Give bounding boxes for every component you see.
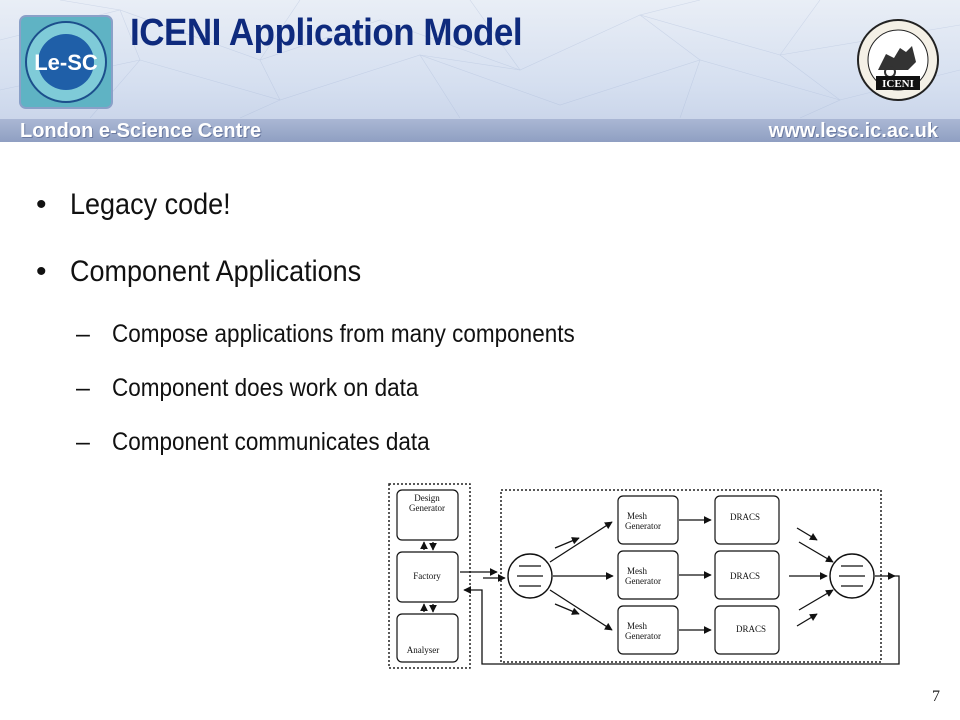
sub-bullet-text: Component communicates data <box>112 428 430 456</box>
bullet-marker: • <box>36 255 47 288</box>
lesc-logo-text: Le-SC <box>34 50 98 75</box>
bullet-marker: • <box>36 188 47 221</box>
dracs-1-to-join-arrow-b <box>796 527 818 541</box>
mesh-generator-3-label-2: Generator <box>625 631 661 641</box>
control-group-border <box>388 483 471 669</box>
application-model-diagram: Design Generator Factory Analyser Mesh G… <box>388 483 900 669</box>
iceni-logo-text: ICENI <box>882 78 914 90</box>
slide-header <box>0 0 960 142</box>
page-title: ICENI Application Model <box>130 12 523 54</box>
design-generator-label-2: Generator <box>409 503 445 513</box>
feedback-loop-line <box>463 575 900 665</box>
lesc-logo: Le-SC <box>19 15 113 109</box>
dracs-box-3 <box>714 605 780 655</box>
factory-label: Factory <box>413 571 441 581</box>
bullet-text: Legacy code! <box>70 188 231 221</box>
mesh-generator-1-label-2: Generator <box>625 521 661 531</box>
dracs-3-to-join-arrow <box>798 589 834 611</box>
dracs-1-label: DRACS <box>730 512 760 522</box>
sub-bullet-marker: – <box>76 320 90 348</box>
dracs-1-to-join-arrow <box>798 541 834 563</box>
dracs-3-to-join-arrow-b <box>796 613 818 627</box>
dracs-2-label: DRACS <box>730 571 760 581</box>
page-number: 7 <box>932 688 940 705</box>
split-to-mesh-3-arrow-b <box>554 603 580 615</box>
factory-box <box>396 551 459 603</box>
dracs-3-label: DRACS <box>736 624 766 634</box>
mesh-generator-box-2 <box>617 550 679 600</box>
bullet-item: • Legacy code! <box>36 180 231 230</box>
mesh-generator-box-1 <box>617 495 679 545</box>
dracs-box-1 <box>714 495 780 545</box>
header-band <box>0 119 960 142</box>
header-background-mesh <box>0 0 960 119</box>
mesh-generator-1-label-1: Mesh <box>627 511 647 521</box>
design-generator-label-1: Design <box>414 493 440 503</box>
sub-bullet-text: Component does work on data <box>112 374 419 402</box>
mesh-generator-2-label-2: Generator <box>625 576 661 586</box>
mesh-generator-3-label-1: Mesh <box>627 621 647 631</box>
analyser-box <box>396 613 459 663</box>
bullet-list: • Legacy code! • Component Applications … <box>36 180 575 465</box>
analyser-label: Analyser <box>407 645 440 655</box>
sub-bullet-marker: – <box>76 428 90 456</box>
design-generator-box <box>396 489 459 541</box>
mesh-generator-2-label-1: Mesh <box>627 566 647 576</box>
dracs-box-2 <box>714 550 780 600</box>
bullet-item: • Component Applications <box>36 247 361 297</box>
split-to-mesh-3-arrow <box>549 589 613 631</box>
iceni-logo: ICENI <box>857 19 939 101</box>
sub-bullet-marker: – <box>76 374 90 402</box>
band-left-text: London e-Science Centre <box>20 120 262 142</box>
split-to-mesh-1-arrow-b <box>554 537 580 549</box>
mesh-generator-box-3 <box>617 605 679 655</box>
split-to-mesh-1-arrow <box>549 521 613 563</box>
sub-bullet-text: Compose applications from many component… <box>112 320 575 348</box>
band-url-text: www.lesc.ic.ac.uk <box>768 120 938 142</box>
bullet-text: Component Applications <box>70 255 362 288</box>
